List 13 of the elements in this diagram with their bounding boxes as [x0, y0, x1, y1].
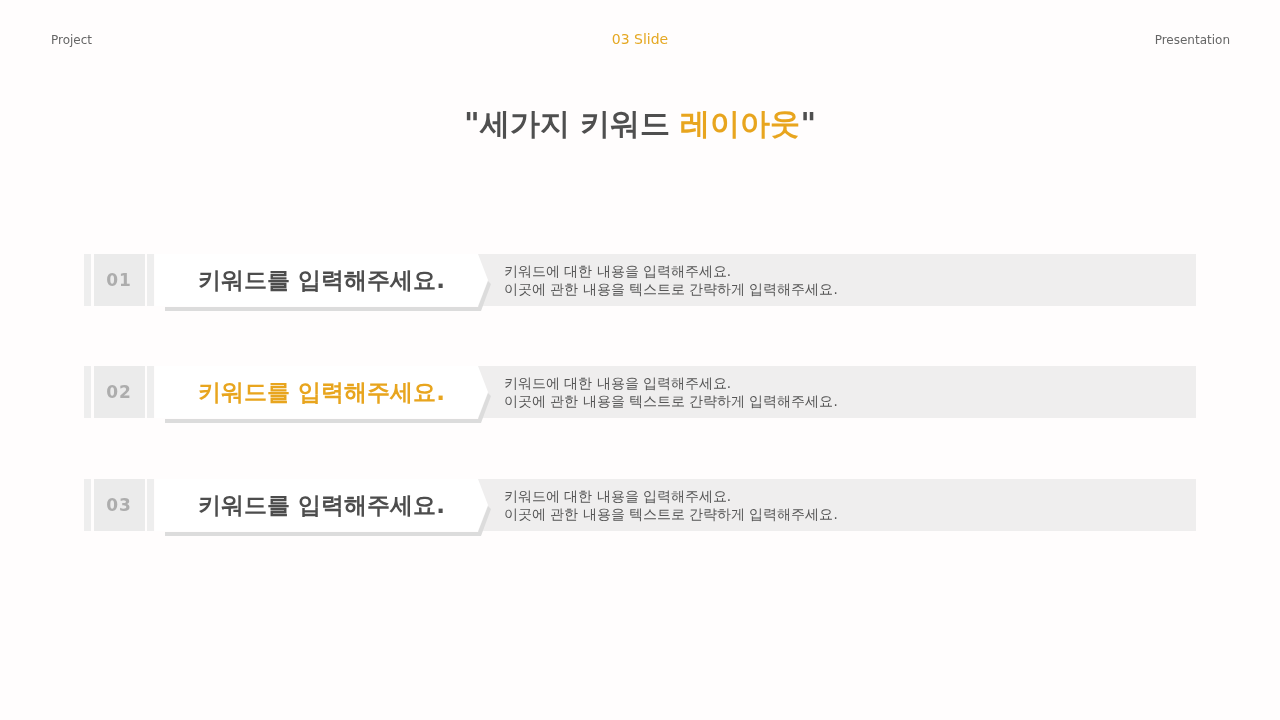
- description-text: 키워드에 대한 내용을 입력해주세요.: [504, 487, 733, 505]
- header-text: 03 Slide: [611, 30, 669, 48]
- number-box: 03: [84, 479, 154, 531]
- slide-title: "세가지 키워드 레이아웃": [463, 105, 817, 143]
- description-text: 이곳에 관한 내용을 텍스트로 간략하게 입력해주세요.: [504, 280, 839, 298]
- description-text: 이곳에 관한 내용을 텍스트로 간략하게 입력해주세요.: [504, 392, 839, 410]
- description-text: 키워드에 대한 내용을 입력해주세요.: [504, 374, 733, 392]
- description-text: 키워드에 대한 내용을 입력해주세요.: [504, 262, 733, 280]
- number-box: 02: [84, 366, 154, 418]
- header-text: Project: [51, 32, 93, 48]
- description-text: 이곳에 관한 내용을 텍스트로 간략하게 입력해주세요.: [504, 505, 839, 523]
- header-text: Presentation: [1154, 32, 1230, 48]
- number-box: 01: [84, 254, 154, 306]
